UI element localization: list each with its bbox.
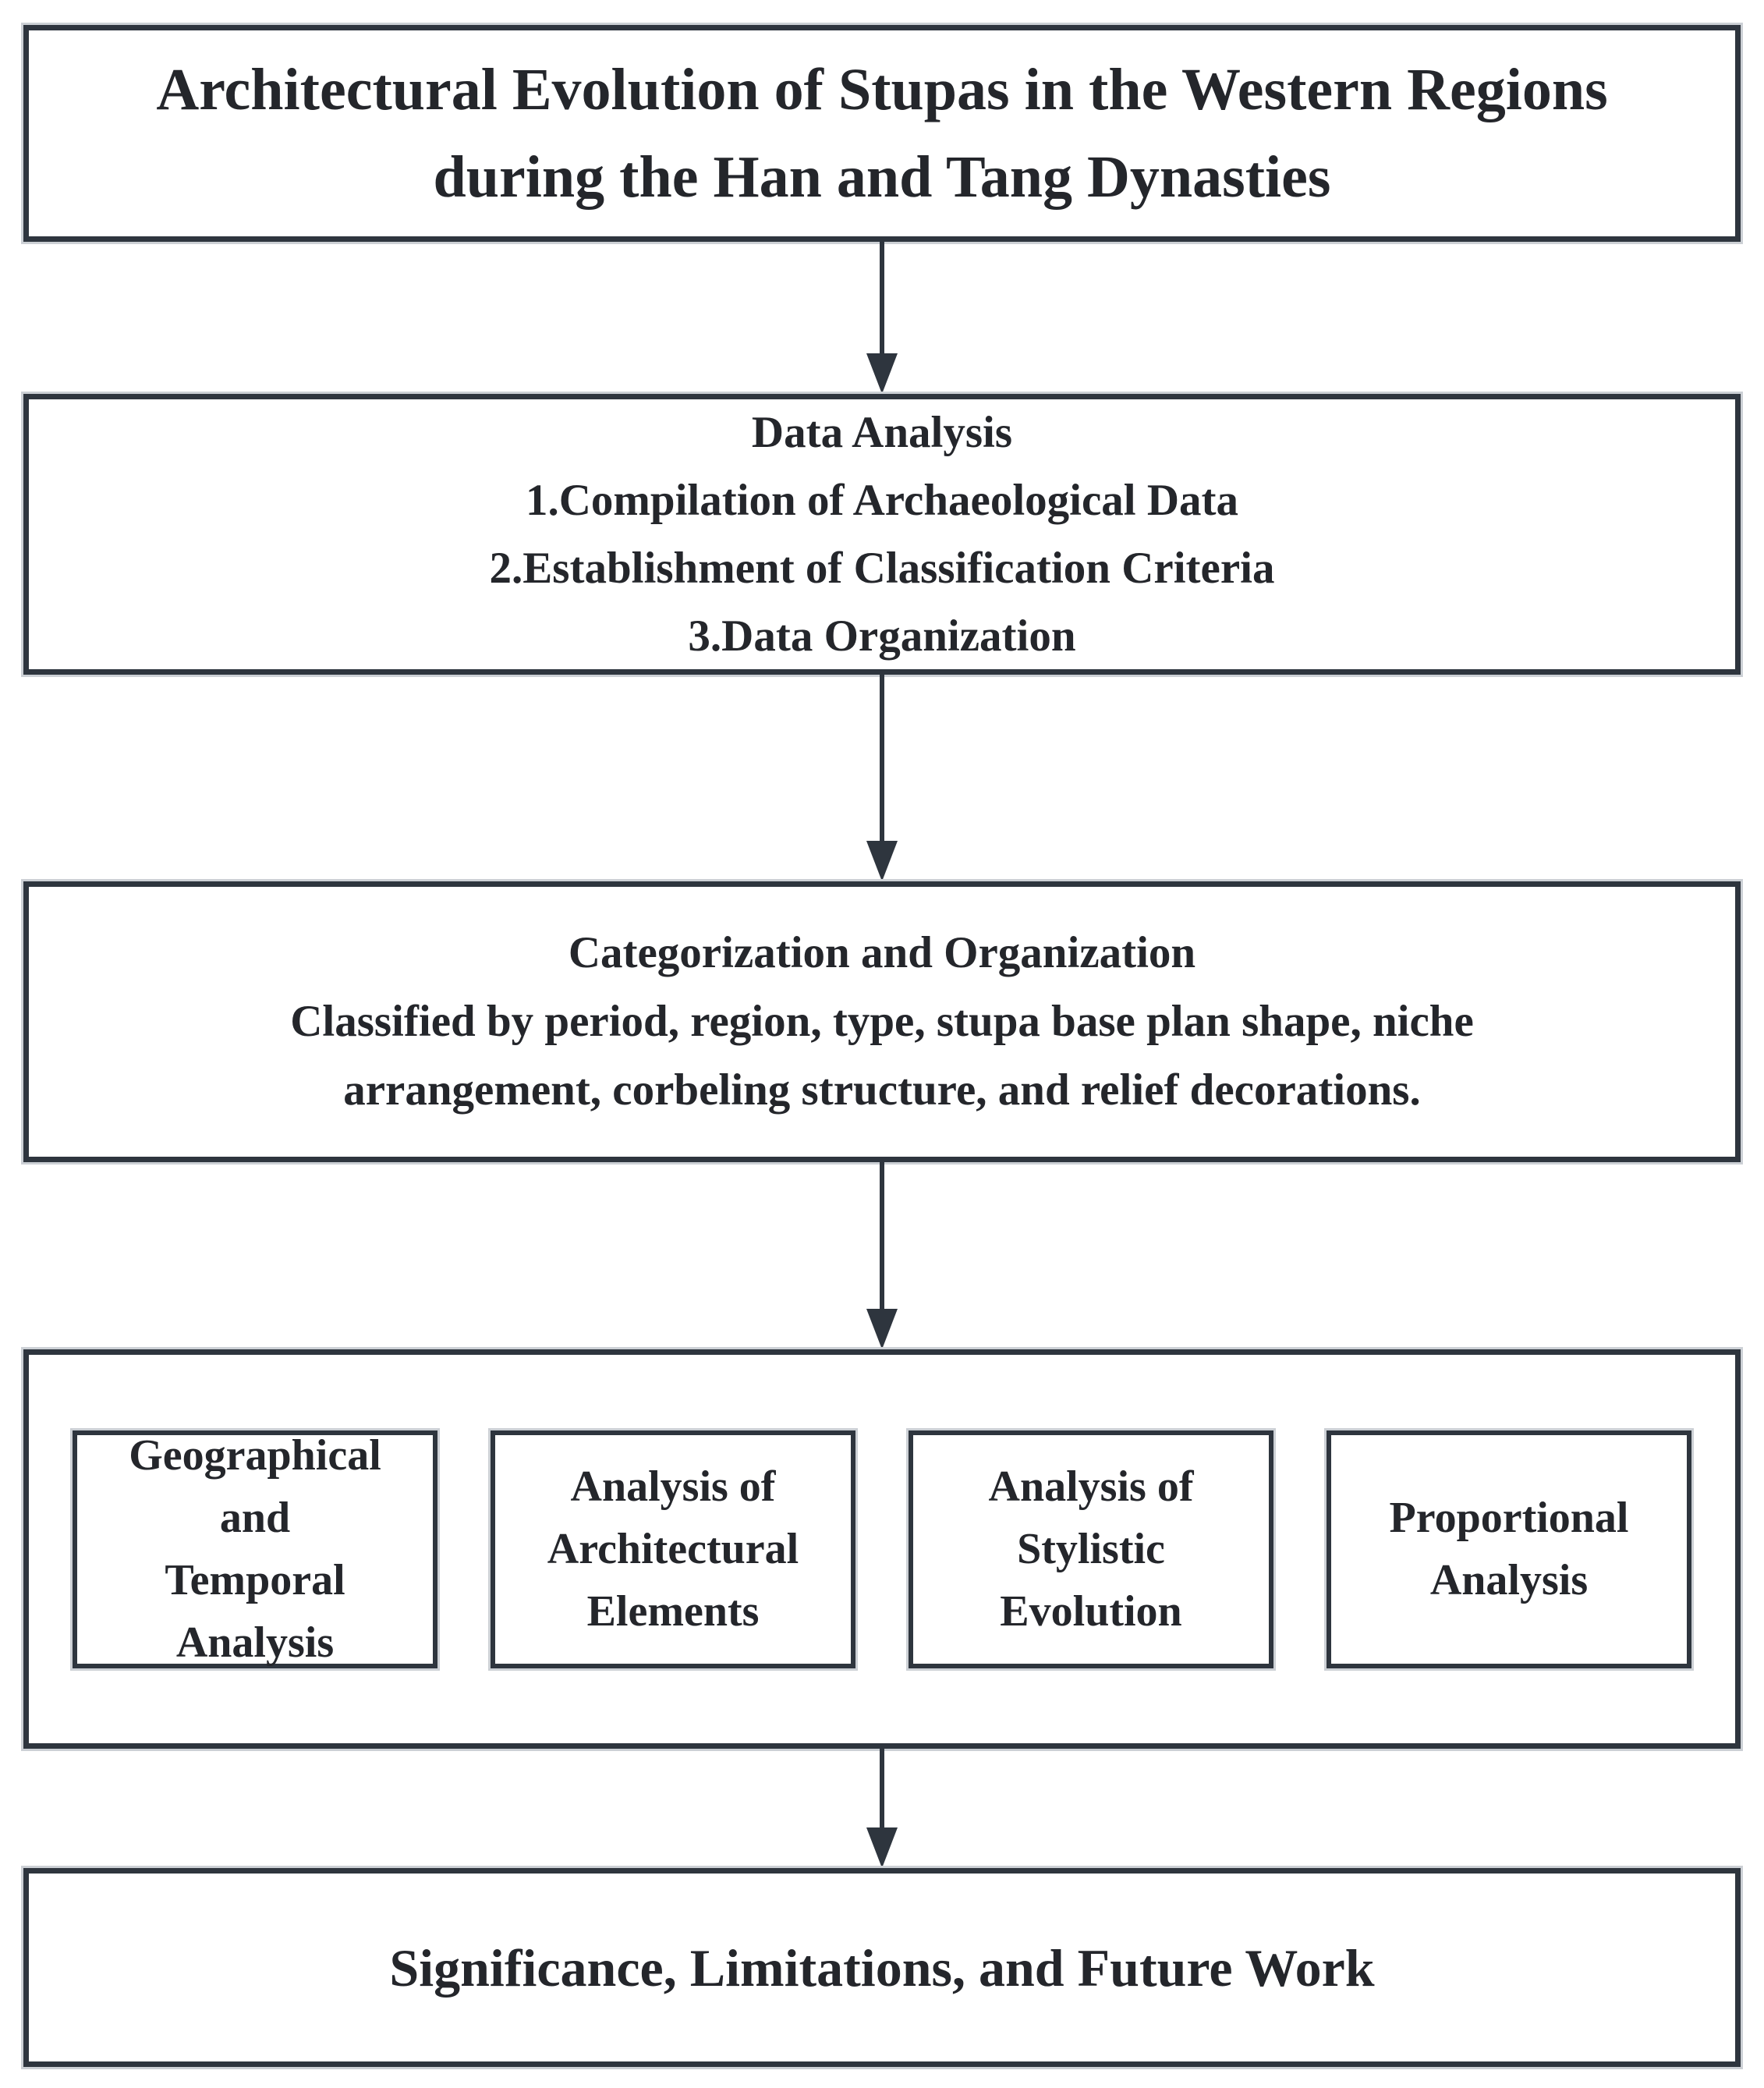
analysis-subbox-label: Geographical and Temporal Analysis <box>129 1431 381 1667</box>
data-analysis-item-3: 3.Data Organization <box>688 612 1076 661</box>
categorization-description: Classified by period, region, type, stup… <box>290 997 1474 1115</box>
analysis-subbox-label: Analysis of Architectural Elements <box>547 1462 799 1636</box>
analysis-subbox-proportional: Proportional Analysis <box>1327 1430 1691 1668</box>
analysis-subbox-stylistic-evolution: Analysis of Stylistic Evolution <box>909 1430 1273 1668</box>
analysis-subbox-label: Analysis of Stylistic Evolution <box>988 1462 1194 1636</box>
data-analysis-item-1: 1.Compilation of Archaeological Data <box>525 476 1239 525</box>
arrow-line <box>880 242 884 353</box>
data-analysis-title: Data Analysis <box>751 408 1013 457</box>
categorization-box: Categorization and Organization Classifi… <box>23 881 1741 1162</box>
conclusion-text: Significance, Limitations, and Future Wo… <box>389 1937 1375 1998</box>
flow-arrow-2 <box>23 675 1741 881</box>
arrow-line <box>880 675 884 841</box>
title-text: Architectural Evolution of Stupas in the… <box>156 57 1608 210</box>
arrow-down-icon <box>866 1309 898 1349</box>
analysis-subbox-geographical-temporal: Geographical and Temporal Analysis <box>73 1430 437 1668</box>
data-analysis-item-2: 2.Establishment of Classification Criter… <box>489 544 1275 593</box>
arrow-down-icon <box>866 353 898 394</box>
analysis-subbox-architectural-elements: Analysis of Architectural Elements <box>491 1430 855 1668</box>
arrow-line <box>880 1162 884 1309</box>
flow-arrow-3 <box>23 1162 1741 1349</box>
arrow-line <box>880 1749 884 1827</box>
analysis-group-box: Geographical and Temporal Analysis Analy… <box>23 1349 1741 1749</box>
data-analysis-box: Data Analysis 1.Compilation of Archaeolo… <box>23 394 1741 675</box>
arrow-down-icon <box>866 841 898 881</box>
flow-arrow-4 <box>23 1749 1741 1868</box>
conclusion-box: Significance, Limitations, and Future Wo… <box>23 1868 1741 2067</box>
analysis-subbox-label: Proportional Analysis <box>1389 1494 1629 1604</box>
categorization-title: Categorization and Organization <box>568 928 1196 977</box>
title-box: Architectural Evolution of Stupas in the… <box>23 25 1741 242</box>
arrow-down-icon <box>866 1827 898 1868</box>
flow-arrow-1 <box>23 242 1741 394</box>
